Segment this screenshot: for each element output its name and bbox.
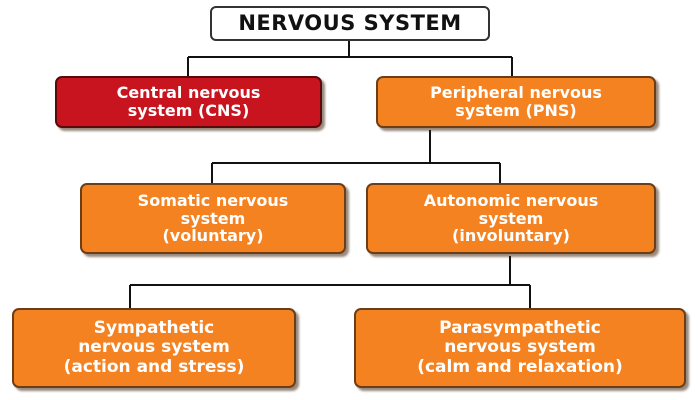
- node-sympathetic-nervous-system: Sympathetic nervous system (action and s…: [12, 308, 296, 388]
- node-label: Sympathetic nervous system (action and s…: [63, 318, 245, 377]
- node-parasympathetic-nervous-system: Parasympathetic nervous system (calm and…: [354, 308, 686, 388]
- node-label: Peripheral nervous system (PNS): [430, 83, 602, 120]
- node-peripheral-nervous-system: Peripheral nervous system (PNS): [376, 76, 656, 128]
- node-label: Somatic nervous system (voluntary): [137, 190, 289, 246]
- node-label: Central nervous system (CNS): [116, 83, 261, 120]
- node-label: Autonomic nervous system (involuntary): [423, 190, 599, 246]
- node-autonomic-nervous-system: Autonomic nervous system (involuntary): [366, 183, 656, 254]
- node-label: NERVOUS SYSTEM: [238, 10, 462, 35]
- node-central-nervous-system: Central nervous system (CNS): [55, 76, 322, 128]
- node-somatic-nervous-system: Somatic nervous system (voluntary): [80, 183, 346, 254]
- node-label: Parasympathetic nervous system (calm and…: [417, 318, 623, 377]
- node-nervous-system: NERVOUS SYSTEM: [210, 6, 490, 41]
